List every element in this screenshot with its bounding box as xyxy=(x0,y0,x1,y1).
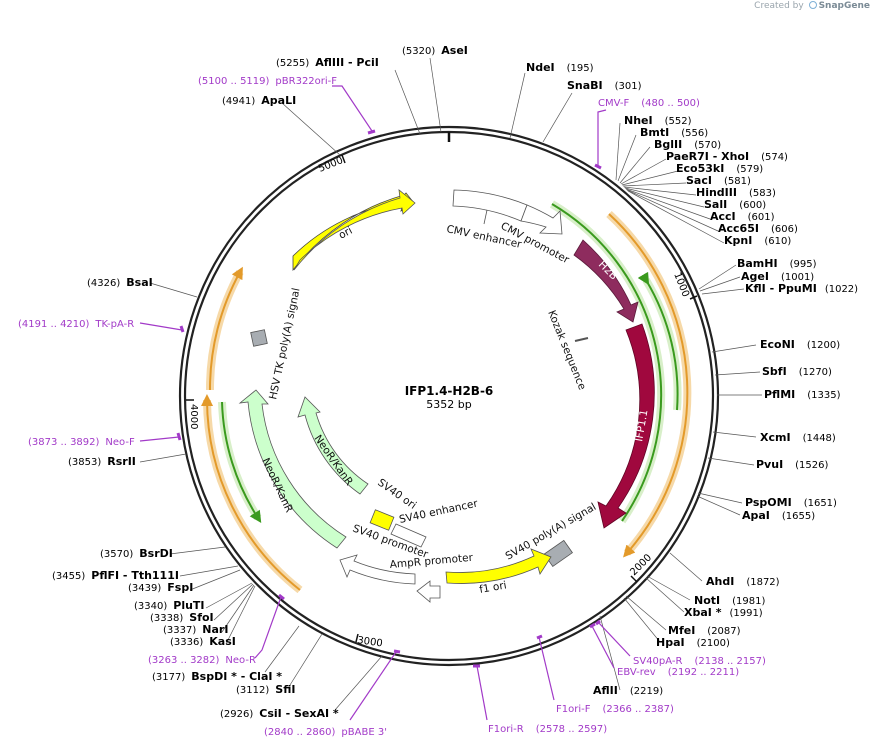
site-label: (4941)ApaLI xyxy=(222,94,296,107)
hsv-tk-polya-label: HSV TK poly(A) signal xyxy=(267,287,302,401)
site-label: HindIII(583) xyxy=(696,186,776,199)
site-leader-lines xyxy=(139,57,762,711)
credit-prefix: Created by xyxy=(754,1,804,11)
site-label: (3853)RsrII xyxy=(68,455,136,468)
kozak-label: Kozak sequence xyxy=(545,309,588,392)
site-label: SnaBI(301) xyxy=(567,79,642,92)
site-label: (5320)AseI xyxy=(402,44,468,57)
site-label: (3337)NarI xyxy=(163,623,228,636)
primer-label: F1ori-F(2366 .. 2387) xyxy=(556,704,674,715)
tick-label-4000: 4000 xyxy=(188,404,199,429)
sv40-promoter-feature xyxy=(339,554,416,585)
site-label: PvuI(1526) xyxy=(756,458,829,471)
site-label: SbfI(1270) xyxy=(762,365,832,378)
primer-label: (3873 .. 3892)Neo-F xyxy=(28,437,135,448)
site-label: NdeI(195) xyxy=(526,61,594,74)
sv40-ori-label: SV40 ori xyxy=(375,477,418,512)
site-label: NotI(1981) xyxy=(694,594,765,607)
h2b-feature xyxy=(573,239,639,323)
plasmid-length: 5352 bp xyxy=(426,398,471,411)
site-label: ApaI(1655) xyxy=(742,509,815,522)
ifp-label: IFP1.1 xyxy=(633,409,650,443)
tick-label-5000: 5000 xyxy=(317,155,345,175)
sv40-polya-feature xyxy=(543,539,573,567)
tick-3000: 3000 xyxy=(355,633,384,650)
cmv-promoter-feature xyxy=(520,204,563,235)
site-label: HpaI(2100) xyxy=(656,636,730,649)
site-label: (3340)PluTI xyxy=(134,599,205,612)
neo-outer-feature xyxy=(238,389,347,549)
primer-label: CMV-F(480 .. 500) xyxy=(598,98,700,109)
primer-label: EBV-rev(2192 .. 2211) xyxy=(617,667,739,678)
primer-label: (5100 .. 5119)pBR322ori-F xyxy=(198,76,337,87)
ampr-promoter-label: AmpR promoter xyxy=(389,552,474,571)
site-label: KflI - PpuMI(1022) xyxy=(745,282,858,295)
site-label: SalI(600) xyxy=(704,198,766,211)
tick-label-3000: 3000 xyxy=(357,635,384,649)
site-label: PspOMI(1651) xyxy=(745,496,837,509)
site-label: (5255)AflIII - PciI xyxy=(276,56,379,69)
tick-5000: 5000 xyxy=(317,154,346,175)
site-label: AccI(601) xyxy=(710,210,775,223)
site-label: XcmI(1448) xyxy=(760,431,836,444)
primer-label: (4191 .. 4210)TK-pA-R xyxy=(18,319,134,330)
sv40-ori-feature xyxy=(369,509,395,531)
neo-inner-feature xyxy=(297,396,369,495)
site-label: PflMI(1335) xyxy=(764,388,841,401)
site-label: SacI(581) xyxy=(686,174,751,187)
site-label: (2926)CsiI - SexAI * xyxy=(220,707,339,720)
site-label: BamHI(995) xyxy=(737,257,817,270)
primer-leader-lines xyxy=(139,85,631,721)
credit-brand: SnapGene xyxy=(818,1,870,11)
primer-label: F1ori-R(2578 .. 2597) xyxy=(488,724,607,735)
site-label: BmtI(556) xyxy=(640,126,708,139)
site-label: MfeI(2087) xyxy=(668,624,741,637)
site-label: (4326)BsaI xyxy=(87,276,153,289)
orange-arc-left xyxy=(205,270,244,391)
site-label: (3177)BspDI * - ClaI * xyxy=(152,670,282,683)
site-label: Acc65I(606) xyxy=(718,222,798,235)
site-label: (3455)PflFI - Tth111I xyxy=(52,569,179,582)
site-label: AhdI(1872) xyxy=(706,575,780,588)
f1-ori-feature xyxy=(445,548,552,584)
cmv-enhancer-feature xyxy=(452,189,528,222)
created-by-credit: Created by SnapGene xyxy=(754,1,870,11)
primer-labels: (5100 .. 5119)pBR322ori-F CMV-F(480 .. 5… xyxy=(18,76,766,738)
plasmid-name: IFP1.4-H2B-6 xyxy=(405,384,494,398)
primer-label: (3263 .. 3282)Neo-R xyxy=(148,655,256,666)
ori-label: ori xyxy=(337,225,355,242)
sv40-enhancer-feature xyxy=(390,523,427,548)
site-label: EcoNI(1200) xyxy=(760,338,840,351)
site-labels: (5320)AseI (5255)AflIII - PciI (4941)Apa… xyxy=(52,44,858,720)
neo-inner-label: NeoR/KanR xyxy=(312,433,355,488)
snapgene-logo-icon xyxy=(808,1,817,9)
site-label: XbaI *(1991) xyxy=(684,606,763,619)
site-label: (3112)SfiI xyxy=(236,683,295,696)
hsv-tk-polya-feature xyxy=(250,329,268,347)
site-label: BglII(570) xyxy=(654,138,721,151)
primer-label: SV40pA-R(2138 .. 2157) xyxy=(633,656,766,667)
ifp-feature xyxy=(597,323,655,529)
site-label: AflII(2219) xyxy=(593,684,663,697)
f1-ori-label: f1 ori xyxy=(478,579,507,596)
tick-4000: 4000 xyxy=(186,399,199,429)
primer-label: (2840 .. 2860)pBABE 3' xyxy=(264,727,387,738)
site-label: (3336)KasI xyxy=(170,635,236,648)
backbone-outer-ring xyxy=(178,125,720,667)
site-label: KpnI(610) xyxy=(724,234,791,247)
ampr-promoter-feature xyxy=(416,580,441,603)
site-label: (3338)SfoI xyxy=(150,611,214,624)
tick-label-1000: 1000 xyxy=(671,271,691,299)
site-label: NheI(552) xyxy=(624,114,692,127)
site-label: PaeR7I - XhoI(574) xyxy=(666,150,788,163)
site-label: (3570)BsrDI xyxy=(100,547,173,560)
kozak-marker xyxy=(574,337,589,342)
site-label: Eco53kI(579) xyxy=(676,162,763,175)
site-label: AgeI(1001) xyxy=(741,270,814,283)
site-label: (3439)FspI xyxy=(128,581,193,594)
